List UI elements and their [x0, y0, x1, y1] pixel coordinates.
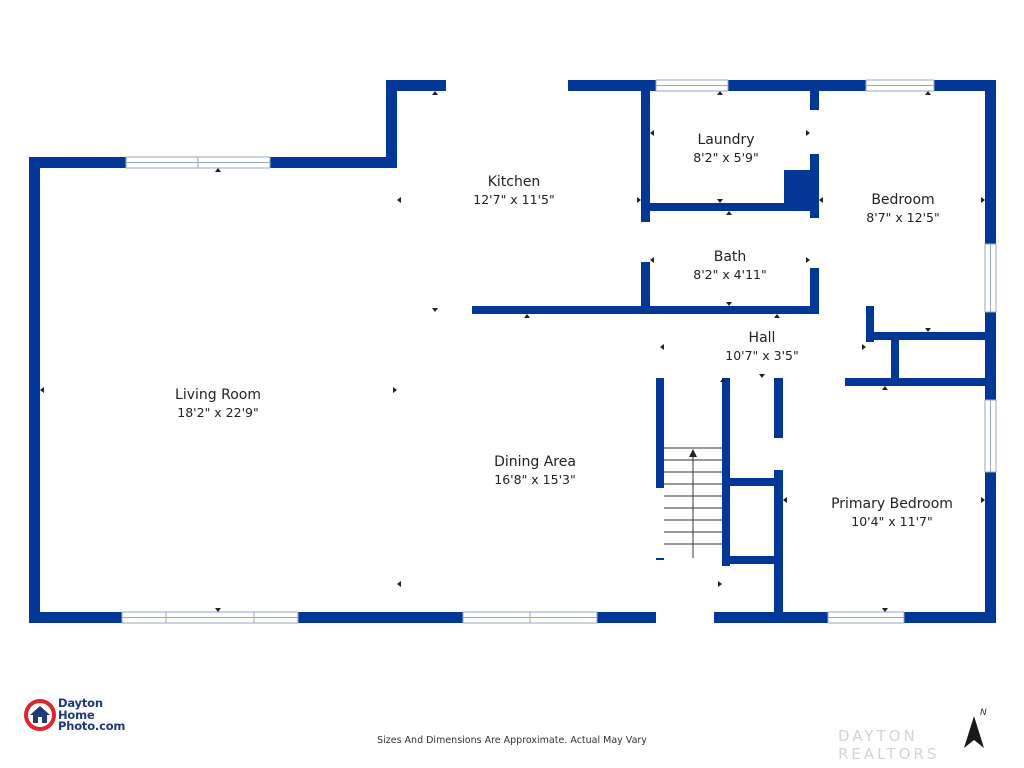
- stair-arrow-icon: [689, 449, 697, 457]
- wall: [641, 203, 811, 211]
- wall: [810, 80, 819, 314]
- opening: [774, 438, 783, 470]
- room-name: Living Room: [175, 387, 261, 403]
- room-dimensions: 8'2" x 5'9": [693, 150, 759, 165]
- wall: [722, 378, 730, 560]
- room-name: Dining Area: [494, 454, 576, 470]
- opening: [656, 612, 714, 623]
- wall: [774, 470, 783, 623]
- wall: [29, 157, 40, 623]
- room-primary-bedroom: Primary Bedroom 10'4" x 11'7": [831, 496, 953, 529]
- wall: [641, 80, 650, 314]
- dimension-ticks: [40, 91, 985, 612]
- room-laundry: Laundry 8'2" x 5'9": [693, 132, 759, 165]
- wall: [722, 556, 782, 564]
- opening: [656, 488, 664, 558]
- room-dimensions: 10'7" x 3'5": [725, 348, 798, 363]
- room-bath: Bath 8'2" x 4'11": [693, 249, 766, 282]
- room-dimensions: 10'4" x 11'7": [851, 514, 932, 529]
- staircase: [664, 447, 722, 558]
- room-dimensions: 12'7" x 11'5": [473, 192, 554, 207]
- window: [984, 243, 997, 313]
- room-name: Hall: [749, 330, 776, 346]
- north-arrow-icon: [964, 716, 984, 748]
- wall: [656, 378, 664, 560]
- room-bedroom: Bedroom 8'7" x 12'5": [866, 192, 939, 225]
- opening: [785, 378, 845, 386]
- window: [865, 79, 935, 92]
- windows: [121, 79, 997, 624]
- logo-line: Photo.com: [58, 719, 126, 733]
- opening: [722, 566, 730, 610]
- window: [125, 156, 271, 169]
- window: [462, 611, 598, 624]
- room-dimensions: 16'8" x 15'3": [494, 472, 575, 487]
- logo-line: Home: [58, 707, 95, 722]
- room-dining-area: Dining Area 16'8" x 15'3": [494, 454, 576, 487]
- window: [984, 399, 997, 473]
- logo-line: Dayton: [58, 696, 103, 710]
- room-hall: Hall 10'7" x 3'5": [725, 330, 798, 363]
- opening: [446, 80, 568, 91]
- opening: [819, 306, 866, 314]
- opening: [810, 218, 819, 268]
- room-name: Kitchen: [488, 174, 541, 190]
- wall: [386, 80, 397, 168]
- opening: [866, 342, 874, 378]
- dayton-realtors-watermark: DAYTON REALTORS: [838, 727, 940, 763]
- wall: [985, 80, 996, 623]
- disclaimer-note: Sizes And Dimensions Are Approximate. Ac…: [377, 735, 647, 746]
- room-name: Primary Bedroom: [831, 496, 953, 512]
- wall: [784, 170, 812, 208]
- wall: [472, 306, 819, 314]
- house-logo-icon: [24, 699, 56, 731]
- room-name: Laundry: [697, 132, 754, 148]
- room-dimensions: 8'7" x 12'5": [866, 210, 939, 225]
- window: [655, 79, 729, 92]
- wall: [845, 378, 996, 386]
- wall: [29, 612, 656, 623]
- wall: [774, 378, 783, 438]
- logo-text: Dayton Home Photo.com: [58, 696, 126, 733]
- room-dimensions: 18'2" x 22'9": [177, 405, 258, 420]
- north-label: N: [980, 708, 987, 718]
- opening: [732, 378, 774, 386]
- room-dimensions: 8'2" x 4'11": [693, 267, 766, 282]
- wall: [891, 332, 899, 382]
- window: [827, 611, 905, 624]
- room-living-room: Living Room 18'2" x 22'9": [175, 387, 261, 420]
- window: [121, 611, 299, 624]
- opening: [666, 378, 720, 386]
- opening: [641, 222, 650, 262]
- openings: [446, 80, 874, 623]
- wall: [866, 332, 994, 340]
- room-name: Bath: [714, 249, 747, 265]
- room-kitchen: Kitchen 12'7" x 11'5": [473, 174, 554, 207]
- room-name: Bedroom: [871, 192, 934, 208]
- wall: [722, 478, 782, 486]
- opening: [810, 110, 819, 154]
